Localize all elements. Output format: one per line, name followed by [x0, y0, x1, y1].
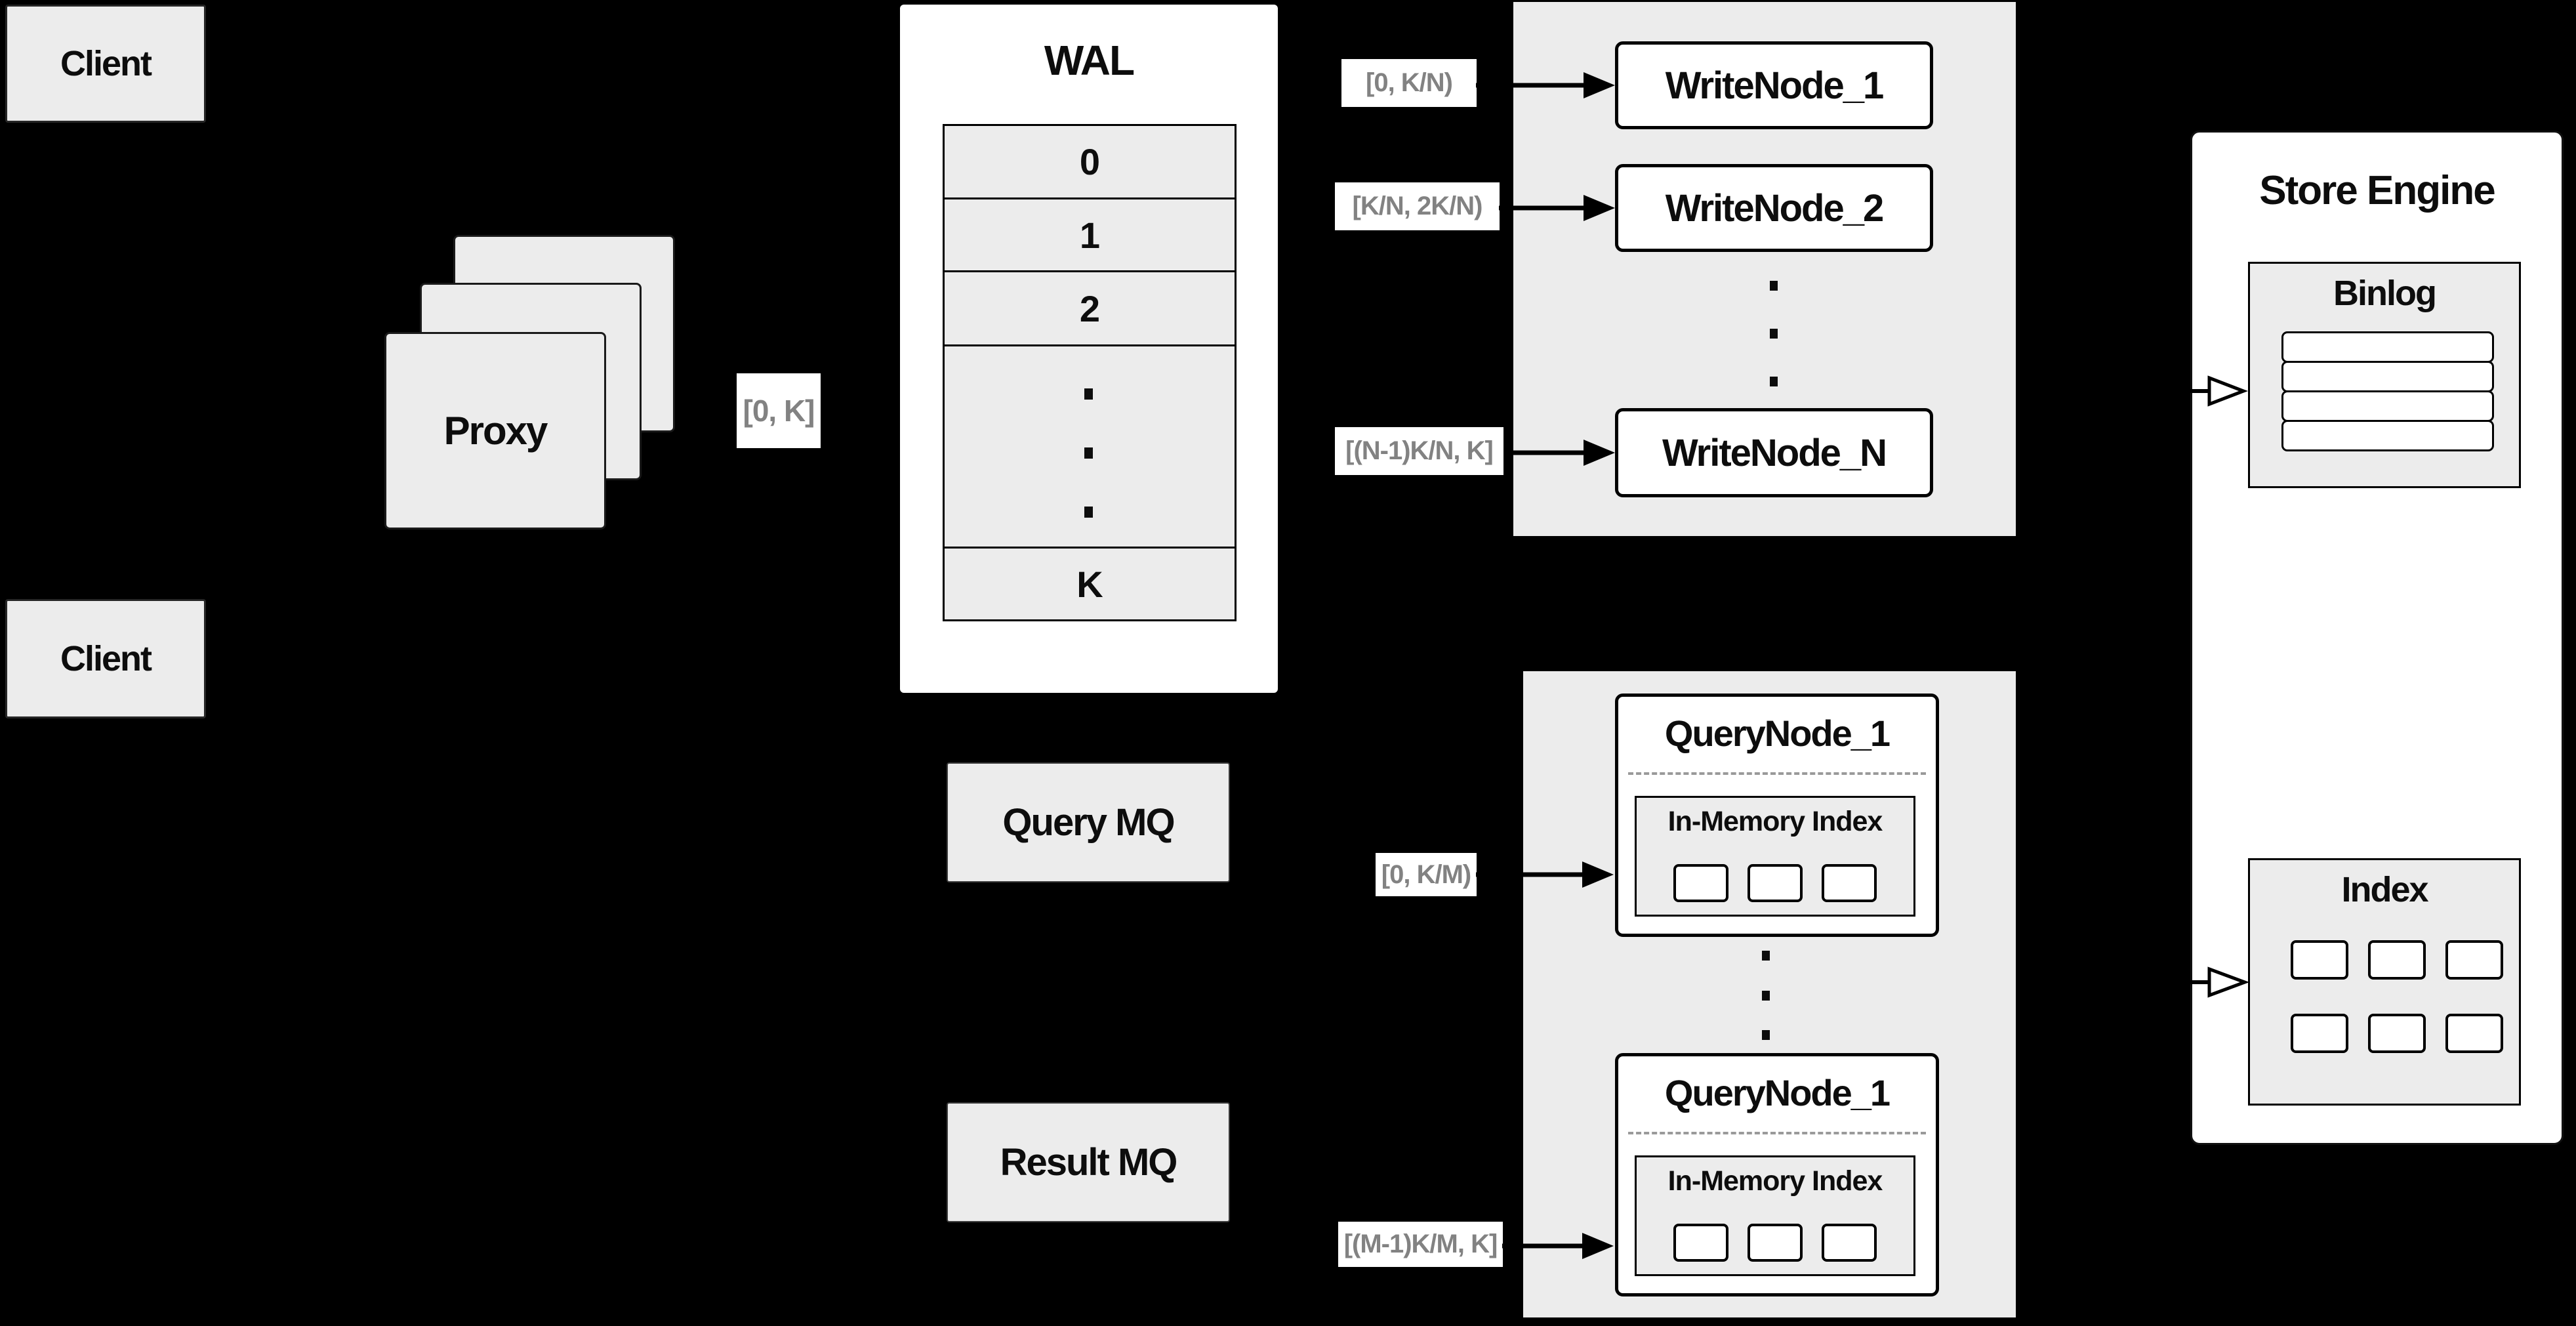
wal-vertical-ellipsis-icon — [1084, 507, 1093, 518]
wal-row-k-label: K — [1076, 563, 1103, 605]
range-label-query-m: [(M-1)K/M, K] — [1338, 1222, 1503, 1267]
wal-title: WAL — [1044, 37, 1135, 84]
query-mq-label: Query MQ — [1002, 801, 1175, 844]
in-memory-index-label-top: In-Memory Index — [1667, 806, 1883, 837]
index-segment-icon — [2445, 940, 2503, 980]
wal-row-1-label: 1 — [1079, 214, 1100, 256]
range-label-write-1-text: [0, K/N) — [1366, 68, 1453, 97]
result-mq-label: Result MQ — [1000, 1141, 1178, 1184]
wal-row-1: 1 — [943, 197, 1237, 272]
write-node-2: WriteNode_2 — [1615, 164, 1933, 252]
segment-icon — [1748, 864, 1803, 902]
client-label-bottom: Client — [60, 639, 152, 678]
in-memory-index-segments-bottom — [1635, 1224, 1915, 1262]
query-group-vertical-ellipsis-icon — [1762, 1030, 1770, 1040]
segment-icon — [1822, 864, 1877, 902]
wal-row-k: K — [943, 547, 1237, 621]
wal-table: 0 1 2 K — [943, 124, 1237, 621]
binlog-row-icon — [2281, 390, 2494, 422]
write-group-vertical-ellipsis-icon — [1770, 377, 1778, 386]
range-label-write-1: [0, K/N) — [1341, 59, 1477, 107]
query-node-bottom-title: QueryNode_1 — [1664, 1072, 1891, 1113]
binlog-row-icon — [2281, 420, 2494, 451]
write-node-n-label: WriteNode_N — [1662, 431, 1887, 474]
binlog-rows — [2281, 331, 2494, 451]
write-group-vertical-ellipsis-icon — [1770, 329, 1778, 339]
binlog-title: Binlog — [2333, 274, 2437, 313]
client-label-top: Client — [60, 44, 152, 83]
range-label-proxy-to-wal: [0, K] — [737, 373, 821, 448]
segment-icon — [1748, 1224, 1803, 1262]
result-mq-box: Result MQ — [947, 1102, 1230, 1222]
wal-row-ellipsis — [943, 344, 1237, 549]
write-node-n: WriteNode_N — [1615, 408, 1933, 497]
client-box-bottom: Client — [5, 599, 206, 718]
index-segment-icon — [2368, 1014, 2426, 1053]
wal-row-0-label: 0 — [1079, 141, 1100, 182]
range-label-proxy-to-wal-text: [0, K] — [743, 394, 815, 428]
store-engine-title: Store Engine — [2259, 168, 2495, 213]
write-node-1-label: WriteNode_1 — [1665, 64, 1884, 107]
range-label-write-2-text: [K/N, 2K/N) — [1352, 192, 1483, 220]
write-group-vertical-ellipsis-icon — [1770, 281, 1778, 291]
wal-row-2-label: 2 — [1079, 287, 1100, 329]
index-segments — [2291, 940, 2503, 1053]
wal-vertical-ellipsis-icon — [1084, 447, 1093, 459]
in-memory-index-label-bottom: In-Memory Index — [1667, 1165, 1883, 1197]
proxy-label: Proxy — [443, 409, 548, 453]
query-node-top-title: QueryNode_1 — [1664, 713, 1891, 754]
binlog-row-icon — [2281, 361, 2494, 392]
range-label-write-n: [(N-1)K/N, K] — [1335, 427, 1503, 475]
query-mq-box: Query MQ — [947, 762, 1230, 882]
query-node-top-separator — [1628, 772, 1926, 775]
write-node-1: WriteNode_1 — [1615, 41, 1933, 129]
range-label-write-n-text: [(N-1)K/N, K] — [1345, 436, 1494, 465]
write-node-2-label: WriteNode_2 — [1665, 186, 1884, 230]
segment-icon — [1822, 1224, 1877, 1262]
index-segment-icon — [2445, 1014, 2503, 1053]
index-segment-icon — [2291, 1014, 2348, 1053]
query-node-bottom-separator — [1628, 1132, 1926, 1134]
query-group-vertical-ellipsis-icon — [1762, 991, 1770, 1001]
range-label-query-1: [0, K/M) — [1376, 853, 1477, 896]
segment-icon — [1673, 864, 1728, 902]
binlog-row-icon — [2281, 331, 2494, 363]
client-box-top: Client — [5, 5, 206, 123]
wal-row-2: 2 — [943, 270, 1237, 346]
range-label-query-1-text: [0, K/M) — [1381, 860, 1471, 889]
proxy-box: Proxy — [384, 332, 606, 529]
index-segment-icon — [2368, 940, 2426, 980]
segment-icon — [1673, 1224, 1728, 1262]
wal-row-0: 0 — [943, 124, 1237, 199]
index-segment-icon — [2291, 940, 2348, 980]
index-title: Index — [2341, 870, 2428, 909]
query-group-vertical-ellipsis-icon — [1762, 951, 1770, 961]
in-memory-index-segments-top — [1635, 864, 1915, 902]
index-box: Index — [2248, 858, 2521, 1106]
range-label-write-2: [K/N, 2K/N) — [1335, 182, 1500, 230]
wal-vertical-ellipsis-icon — [1084, 388, 1093, 400]
range-label-query-m-text: [(M-1)K/M, K] — [1343, 1230, 1498, 1258]
